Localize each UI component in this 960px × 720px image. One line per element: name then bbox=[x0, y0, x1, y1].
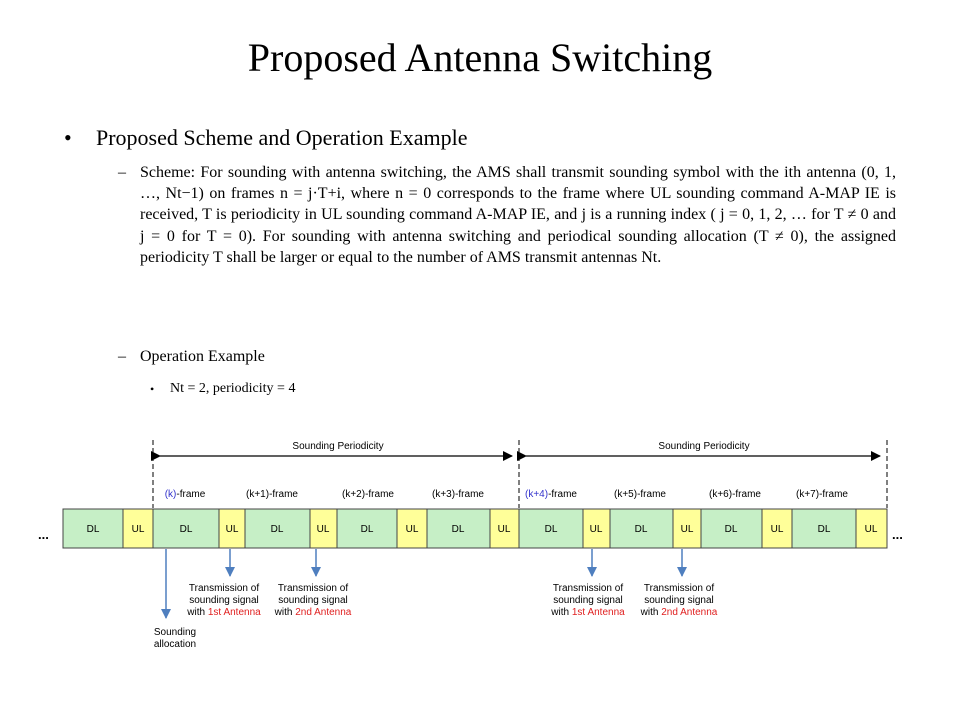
tx-label: with 2nd Antenna bbox=[274, 607, 352, 618]
right-ellipsis: ... bbox=[892, 527, 903, 542]
dl-label: DL bbox=[545, 524, 558, 535]
ul-label: UL bbox=[226, 524, 239, 535]
dl-block bbox=[791, 508, 857, 549]
ul-block bbox=[396, 508, 428, 549]
ul-block bbox=[122, 508, 154, 549]
frame-row: DL UL DL UL DL UL DL UL DL UL DL UL DL U… bbox=[62, 508, 888, 549]
ul-block bbox=[309, 508, 338, 549]
ul-label: UL bbox=[317, 524, 330, 535]
dl-block bbox=[152, 508, 220, 549]
dash-marker: – bbox=[118, 164, 126, 181]
dl-label: DL bbox=[271, 524, 284, 535]
ul-label: UL bbox=[498, 524, 511, 535]
transmission-note-1st: Transmission of sounding signal with 1st… bbox=[550, 583, 625, 618]
tx-label: sounding signal bbox=[553, 595, 623, 606]
tx-label: sounding signal bbox=[278, 595, 348, 606]
tx-label: Transmission of bbox=[189, 583, 259, 594]
frame-label: (k+4)-frame bbox=[525, 489, 577, 500]
frame-label: (k)-frame bbox=[165, 489, 206, 500]
ul-block bbox=[582, 508, 611, 549]
dl-label: DL bbox=[87, 524, 100, 535]
dl-block bbox=[426, 508, 491, 549]
frame-label: (k+5)-frame bbox=[614, 489, 666, 500]
transmission-note-2nd: Transmission of sounding signal with 2nd… bbox=[640, 583, 718, 618]
ul-label: UL bbox=[406, 524, 419, 535]
ul-block bbox=[855, 508, 888, 549]
tx-label: with 1st Antenna bbox=[186, 607, 261, 618]
dl-block bbox=[609, 508, 674, 549]
ul-label: UL bbox=[132, 524, 145, 535]
tx-label: Transmission of bbox=[553, 583, 623, 594]
ul-label: UL bbox=[771, 524, 784, 535]
frame-label: (k+3)-frame bbox=[432, 489, 484, 500]
dl-block bbox=[518, 508, 584, 549]
frame-label: (k+2)-frame bbox=[342, 489, 394, 500]
ul-block bbox=[218, 508, 246, 549]
ul-label: UL bbox=[590, 524, 603, 535]
dl-block bbox=[336, 508, 398, 549]
sounding-allocation-label: allocation bbox=[154, 639, 196, 650]
frame-label: (k+1)-frame bbox=[246, 489, 298, 500]
tx-label: Transmission of bbox=[644, 583, 714, 594]
operation-example-label: Operation Example bbox=[140, 348, 265, 365]
ul-label: UL bbox=[865, 524, 878, 535]
tx-label: with 1st Antenna bbox=[550, 607, 625, 618]
dl-block bbox=[62, 508, 124, 549]
sounding-allocation-label: Sounding bbox=[154, 627, 196, 638]
periodicity-label: Sounding Periodicity bbox=[292, 441, 383, 452]
frame-label: (k+7)-frame bbox=[796, 489, 848, 500]
dl-label: DL bbox=[818, 524, 831, 535]
ul-block bbox=[489, 508, 520, 549]
main-bullet-text: Proposed Scheme and Operation Example bbox=[96, 125, 468, 150]
dl-block bbox=[700, 508, 763, 549]
transmission-note-1st: Transmission of sounding signal with 1st… bbox=[186, 583, 261, 618]
frame-label: (k+6)-frame bbox=[709, 489, 761, 500]
ul-label: UL bbox=[681, 524, 694, 535]
sub-bullet-dot: • bbox=[150, 382, 155, 396]
dl-label: DL bbox=[452, 524, 465, 535]
slide-title: Proposed Antenna Switching bbox=[247, 35, 713, 80]
transmission-note-2nd: Transmission of sounding signal with 2nd… bbox=[274, 583, 352, 618]
tx-label: sounding signal bbox=[644, 595, 714, 606]
ul-block bbox=[761, 508, 793, 549]
dl-label: DL bbox=[180, 524, 193, 535]
left-ellipsis: ... bbox=[38, 527, 49, 542]
dl-label: DL bbox=[361, 524, 374, 535]
periodicity-label: Sounding Periodicity bbox=[658, 441, 749, 452]
sub-bullet-text: Nt = 2, periodicity = 4 bbox=[170, 381, 296, 396]
tx-label: sounding signal bbox=[189, 595, 259, 606]
dl-label: DL bbox=[725, 524, 738, 535]
dash-marker: – bbox=[118, 348, 126, 365]
tx-label: Transmission of bbox=[278, 583, 348, 594]
ul-block bbox=[672, 508, 702, 549]
scheme-paragraph: Scheme: For sounding with antenna switch… bbox=[140, 164, 896, 266]
bullet-dot: • bbox=[64, 125, 72, 150]
dl-label: DL bbox=[635, 524, 648, 535]
tx-label: with 2nd Antenna bbox=[640, 607, 718, 618]
